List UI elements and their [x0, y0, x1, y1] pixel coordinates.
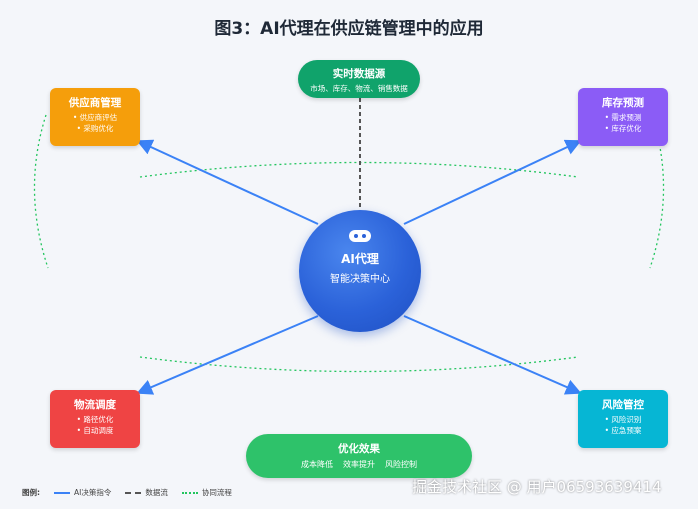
node-item: • 应急预案 [604, 426, 642, 435]
optimization-node: 优化效果 成本降低 效率提升 风险控制 [246, 434, 472, 478]
node-inventory-forecast: 库存预测 • 需求预测 • 库存优化 [578, 88, 668, 146]
legend: 图例: AI决策指令 数据流 协同流程 [22, 487, 232, 498]
node-title: 风险管控 [602, 399, 644, 411]
ai-agent-hub: AI代理 智能决策中心 [299, 210, 421, 332]
node-item: • 路径优化 [76, 415, 114, 424]
robot-icon [349, 230, 371, 242]
command-line-risk [403, 315, 582, 395]
optimization-item: 成本降低 [301, 460, 333, 469]
data-source-title: 实时数据源 [332, 68, 386, 80]
hub-title: AI代理 [341, 252, 379, 266]
data-source-node: 实时数据源 市场、库存、物流、销售数据 [298, 60, 420, 98]
optimization-title: 优化效果 [338, 443, 380, 455]
node-item: • 自动调度 [76, 426, 114, 435]
collab-arc-right [649, 114, 665, 269]
collab-arc-left [33, 114, 49, 269]
node-item: • 风险识别 [604, 415, 642, 424]
node-supplier-management: 供应商管理 • 供应商评估 • 采购优化 [50, 88, 140, 146]
legend-item-command: AI决策指令 [54, 487, 111, 498]
node-logistics-scheduling: 物流调度 • 路径优化 • 自动调度 [50, 390, 140, 448]
optimization-item: 效率提升 [343, 460, 375, 469]
node-title: 供应商管理 [68, 97, 122, 109]
legend-item-collab: 协同流程 [181, 487, 232, 498]
node-risk-control: 风险管控 • 风险识别 • 应急预案 [578, 390, 668, 448]
node-item: • 采购优化 [76, 124, 114, 133]
data-source-subtitle: 市场、库存、物流、销售数据 [310, 84, 408, 93]
node-title: 物流调度 [74, 399, 116, 411]
diagram-title: 图3：AI代理在供应链管理中的应用 [214, 19, 484, 39]
hub-subtitle: 智能决策中心 [330, 274, 390, 285]
command-line-supplier [136, 139, 319, 225]
command-line-logistics [136, 315, 319, 395]
legend-item-label: 数据流 [145, 488, 168, 497]
collab-arc-bottom [139, 356, 579, 373]
legend-item-label: AI决策指令 [74, 488, 112, 497]
node-item: • 供应商评估 [72, 113, 118, 122]
legend-label: 图例: [22, 488, 40, 497]
legend-item-label: 协同流程 [201, 488, 232, 497]
node-item: • 需求预测 [604, 113, 642, 122]
optimization-item: 风险控制 [385, 460, 417, 469]
node-item: • 库存优化 [604, 124, 642, 133]
command-line-inventory [403, 139, 582, 225]
legend-item-data: 数据流 [125, 487, 168, 498]
node-title: 库存预测 [602, 97, 644, 109]
watermark: 掘金技术社区 @ 用户06593639414 [412, 478, 662, 496]
